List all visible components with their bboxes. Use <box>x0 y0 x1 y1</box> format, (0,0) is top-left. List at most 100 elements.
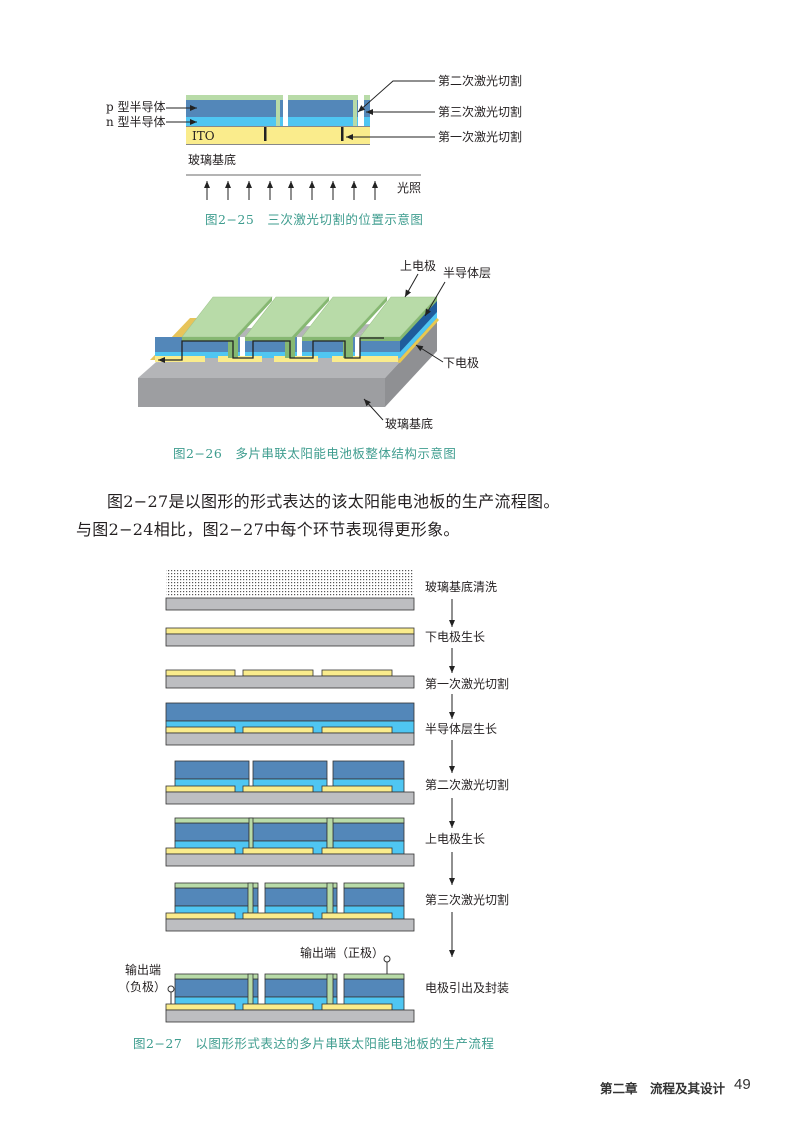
fig26-diagram <box>138 273 446 421</box>
fig27-step6-glass <box>165 853 415 867</box>
fig27-step3-electrode-segment <box>321 669 393 677</box>
fig26-glass-side <box>385 322 437 407</box>
fig26-bottom-leader <box>415 344 444 363</box>
fig27-step5-p-layer <box>332 760 405 780</box>
fig26-top-electrode-front <box>302 337 350 341</box>
fig26-current-path <box>160 337 384 361</box>
fig27-step5-p-layer <box>174 760 250 780</box>
fig27-step4-p-layer <box>165 702 415 722</box>
fig25-diagram <box>166 80 435 200</box>
fig27-step6-p-layer <box>332 822 405 842</box>
fig27-step7-electrode-via <box>326 882 334 914</box>
fig27-step-4: 半导体层生长 <box>425 722 498 736</box>
fig27-step2-glass <box>165 633 415 647</box>
fig26-bottom-electrode-segment <box>218 356 262 362</box>
fig27-step7-top-electrode <box>343 882 405 889</box>
fig27-step8-p-layer <box>264 978 338 998</box>
fig26-label-glass: 玻璃基底 <box>385 417 434 431</box>
fig27-step8-top-electrode <box>343 973 405 980</box>
fig27-step7-bottom-electrode-segment <box>242 912 314 920</box>
fig27-step4-electrode-segment <box>242 726 314 734</box>
fig25-label-cut2: 第二次激光切割 <box>438 74 523 88</box>
fig27-step6-bottom-electrode-segment <box>165 847 236 855</box>
fig26-top-electrode-side <box>350 297 387 341</box>
fig27-step8-electrode-via <box>326 973 334 1005</box>
fig27-step-6: 上电极生长 <box>425 832 486 846</box>
fig25-cut2-leader <box>357 80 435 113</box>
fig26-cut-gap <box>297 337 302 356</box>
fig25-top-electrode <box>186 95 370 101</box>
fig25-label-n: n 型半导体 <box>106 115 166 129</box>
fig27-step6-p-layer <box>174 822 250 842</box>
fig27-step5-bottom-electrode-segment <box>321 785 393 793</box>
fig27-step2-electrode <box>165 627 415 635</box>
fig27-step-1: 玻璃基底清洗 <box>425 580 498 594</box>
fig25-label-ito: ITO <box>192 129 215 143</box>
fig27-step7-bottom-electrode-segment <box>321 912 393 920</box>
fig25-cut1 <box>341 127 344 141</box>
fig27-step-7: 第三次激光切割 <box>425 893 510 907</box>
fig25-light-arrows <box>204 181 378 200</box>
fig26-top-electrode-side <box>235 297 272 341</box>
fig27-step-8: 电极引出及封装 <box>425 981 510 995</box>
fig26-top-electrode-front <box>182 337 235 341</box>
fig27-step4-glass <box>165 732 415 746</box>
fig27-step4-electrode-segment <box>321 726 393 734</box>
fig27-step8-p-layer <box>174 978 259 998</box>
fig26-top-leader <box>404 273 419 298</box>
fig27-step6-electrode-via <box>248 817 254 849</box>
fig25-label-light: 光照 <box>397 181 422 195</box>
fig26-side-yellow <box>397 318 439 363</box>
fig26-semi-leader <box>424 281 446 317</box>
fig27-step-2: 下电极生长 <box>425 630 486 644</box>
body-paragraph-line-2: 与图2−24相比，图2−27中每个环节表现得更形象。 <box>76 520 460 539</box>
fig26-top-electrode-front <box>245 337 292 341</box>
fig27-step7-top-electrode <box>174 882 259 889</box>
positive-terminal-icon <box>383 955 391 963</box>
fig27-step8-bottom-electrode-segment <box>242 1003 314 1011</box>
negative-terminal-icon <box>167 985 175 993</box>
fig26-label-bottom: 下电极 <box>443 356 480 370</box>
fig27-step7-p-layer <box>174 887 259 907</box>
fig25-cut1 <box>264 127 267 141</box>
fig27-step7-bottom-electrode-segment <box>165 912 236 920</box>
fig27-step8-electrode-via <box>247 973 254 1005</box>
fig27-step7-glass <box>165 918 415 932</box>
fig27-step6-bottom-electrode-segment <box>242 847 314 855</box>
fig27-step1-glass <box>165 597 415 611</box>
fig27-caption: 图2−27 以图形形式表达的多片串联太阳能电池板的生产流程 <box>133 1036 495 1051</box>
body-paragraph-line-1: 图2−27是以图形的形式表达的该太阳能电池板的生产流程图。 <box>107 492 560 511</box>
fig26-cut-gap <box>240 337 245 356</box>
fig26-side-lb <box>400 312 437 358</box>
fig26-bottom-electrode-segment <box>332 356 398 362</box>
fig27-step5-p-layer <box>252 760 328 780</box>
fig26-cut-gap <box>355 337 360 356</box>
fig27-step7-p-layer <box>264 887 338 907</box>
fig27-step8-bottom-electrode-segment <box>321 1003 393 1011</box>
fig25-green-via <box>276 100 280 126</box>
fig27-step3-electrode-segment <box>242 669 314 677</box>
fig27-step-3: 第一次激光切割 <box>425 677 510 691</box>
fig27-step8-glass <box>165 1009 415 1023</box>
fig27-step3-glass <box>165 675 415 689</box>
fig26-glass-front <box>138 378 385 407</box>
fig27-step-5: 第二次激光切割 <box>425 778 510 792</box>
fig27-step8-top-electrode <box>174 973 259 980</box>
fig27-step5-glass <box>165 791 415 805</box>
fig25-label-cut1: 第一次激光切割 <box>438 130 523 144</box>
page-number: 49 <box>734 1076 751 1093</box>
running-footer-chapter: 第二章 流程及其设计 <box>600 1081 726 1096</box>
fig26-label-top: 上电极 <box>400 259 437 273</box>
fig26-caption: 图2−26 多片串联太阳能电池板整体结构示意图 <box>173 446 457 461</box>
fig27-step6-top-electrode <box>174 817 405 824</box>
fig25-caption: 图2−25 三次激光切割的位置示意图 <box>205 212 424 227</box>
fig27-step8-p-layer <box>343 978 405 998</box>
fig27-step7-p-layer <box>343 887 405 907</box>
fig27-step8-bottom-electrode-segment <box>165 1003 236 1011</box>
fig27-step5-bottom-electrode-segment <box>165 785 236 793</box>
fig27-step6-p-layer <box>252 822 328 842</box>
fig25-label-p: p 型半导体 <box>106 100 166 114</box>
fig27-step6-electrode-via <box>326 817 334 849</box>
fig25-ito-layer <box>186 127 370 144</box>
